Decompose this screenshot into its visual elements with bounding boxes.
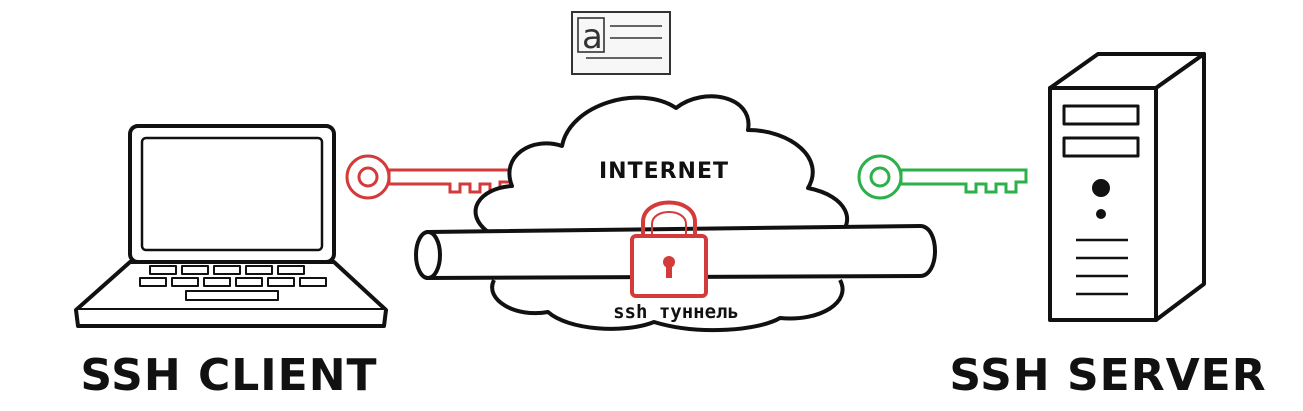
client-key-icon [345,154,512,200]
client-label: SSH CLIENT [80,350,377,401]
padlock-icon [630,200,708,298]
laptop-icon [74,124,388,328]
note-letter: a [582,17,603,57]
tunnel-label: ssh туннель [613,301,739,323]
server-key-icon [857,154,1028,200]
cloud-icon [473,94,850,333]
note-card-icon [571,11,671,75]
server-tower-icon [1048,52,1206,322]
internet-label: INTERNET [599,159,729,184]
server-label: SSH SERVER [949,350,1266,401]
